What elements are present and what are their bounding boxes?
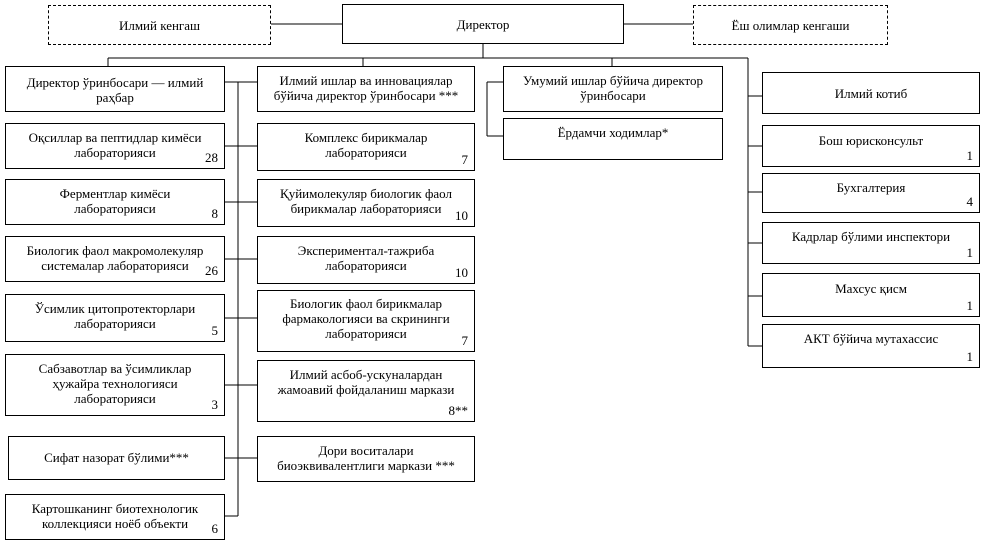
col1-unit-3: Ўсимлик цитопротекторлари лабораторияси … [5, 294, 225, 342]
col2-unit-3: Биологик фаол бирикмалар фармакологияси … [257, 290, 475, 352]
unit-label: Ёрдамчи ходимлар* [557, 125, 669, 140]
unit-label: Сифат назорат бўлими*** [44, 450, 189, 465]
col1-unit-4: Сабзавотлар ва ўсимликлар ҳужайра технол… [5, 354, 225, 416]
deputy-general-box: Умумий ишлар бўйича директор ўринбосари [503, 66, 723, 112]
unit-label: Картошканинг биотехнологик коллекцияси н… [31, 501, 199, 531]
col3-unit-0: Ёрдамчи ходимлар* [503, 118, 723, 160]
scientific-council-box: Илмий кенгаш [48, 5, 271, 45]
deputy-science-label: Директор ўринбосари — илмий раҳбар [26, 75, 204, 105]
young-council-label: Ёш олимлар кенгаши [731, 18, 850, 33]
unit-label: Ўсимлик цитопротекторлари лабораторияси [34, 301, 196, 331]
scientific-council-label: Илмий кенгаш [118, 18, 201, 33]
unit-label: Илмий асбоб-ускуналардан жамоавий фойдал… [277, 367, 455, 397]
unit-label: Комплекс бирикмалар лабораторияси [304, 130, 428, 160]
scientific-secretary-box: Илмий котиб [762, 72, 980, 114]
unit-label: Биологик фаол макромолекуляр системалар … [26, 243, 204, 273]
unit-label: Оқсиллар ва пептидлар кимёси лаборатория… [28, 130, 202, 160]
unit-label: Махсус қисм [835, 281, 907, 296]
col1-unit-5: Сифат назорат бўлими*** [8, 436, 225, 480]
unit-label: Ферментлар кимёси лабораторияси [59, 186, 171, 216]
unit-count: 4 [966, 194, 974, 209]
unit-count: 8** [448, 403, 469, 418]
col4-unit-1: Бухгалтерия 4 [762, 173, 980, 213]
col2-unit-5: Дори воситалари биоэквивалентлиги марказ… [257, 436, 475, 482]
unit-count: 7 [461, 152, 469, 167]
unit-label: АКТ бўйича мутахассис [803, 331, 939, 346]
col2-unit-1: Қуйимолекуляр биологик фаол бирикмалар л… [257, 179, 475, 227]
col4-unit-3: Махсус қисм 1 [762, 273, 980, 317]
unit-label: Биологик фаол бирикмалар фармакологияси … [282, 296, 450, 341]
unit-label: Дори воситалари биоэквивалентлиги марказ… [277, 443, 455, 473]
col2-unit-4: Илмий асбоб-ускуналардан жамоавий фойдал… [257, 360, 475, 422]
unit-label: Экспериментал-тажриба лабораторияси [297, 243, 435, 273]
col1-unit-0: Оқсиллар ва пептидлар кимёси лаборатория… [5, 123, 225, 169]
col1-unit-2: Биологик фаол макромолекуляр системалар … [5, 236, 225, 282]
unit-count: 6 [211, 521, 219, 536]
deputy-general-label: Умумий ишлар бўйича директор ўринбосари [522, 73, 704, 103]
unit-count: 10 [455, 208, 468, 223]
unit-count: 7 [461, 333, 469, 348]
col4-unit-2: Кадрлар бўлими инспектори 1 [762, 222, 980, 264]
unit-label: Бухгалтерия [836, 180, 906, 195]
deputy-innovation-label: Илмий ишлар ва инновациялар бўйича дирек… [273, 73, 459, 103]
col2-unit-2: Экспериментал-тажриба лабораторияси 10 [257, 236, 475, 284]
unit-count: 1 [966, 349, 974, 364]
unit-label: Қуйимолекуляр биологик фаол бирикмалар л… [280, 186, 452, 216]
col4-unit-0: Бош юрисконсульт 1 [762, 125, 980, 167]
unit-label: Сабзавотлар ва ўсимликлар ҳужайра технол… [38, 361, 192, 406]
unit-label: Кадрлар бўлими инспектори [791, 229, 951, 244]
unit-count: 28 [205, 150, 218, 165]
unit-count: 26 [205, 263, 218, 278]
young-council-box: Ёш олимлар кенгаши [693, 5, 888, 45]
col4-unit-4: АКТ бўйича мутахассис 1 [762, 324, 980, 368]
unit-count: 3 [211, 397, 219, 412]
unit-label: Бош юрисконсульт [818, 133, 924, 148]
unit-count: 10 [455, 265, 468, 280]
unit-count: 8 [211, 206, 219, 221]
unit-count: 1 [966, 245, 974, 260]
scientific-secretary-label: Илмий котиб [834, 86, 908, 101]
deputy-innovation-box: Илмий ишлар ва инновациялар бўйича дирек… [257, 66, 475, 112]
unit-count: 1 [966, 298, 974, 313]
director-label: Директор [456, 17, 510, 32]
col2-unit-0: Комплекс бирикмалар лабораторияси 7 [257, 123, 475, 171]
director-box: Директор [342, 4, 624, 44]
col1-unit-6: Картошканинг биотехнологик коллекцияси н… [5, 494, 225, 540]
col1-unit-1: Ферментлар кимёси лабораторияси 8 [5, 179, 225, 225]
unit-count: 5 [211, 323, 219, 338]
unit-count: 1 [966, 148, 974, 163]
deputy-science-box: Директор ўринбосари — илмий раҳбар [5, 66, 225, 112]
